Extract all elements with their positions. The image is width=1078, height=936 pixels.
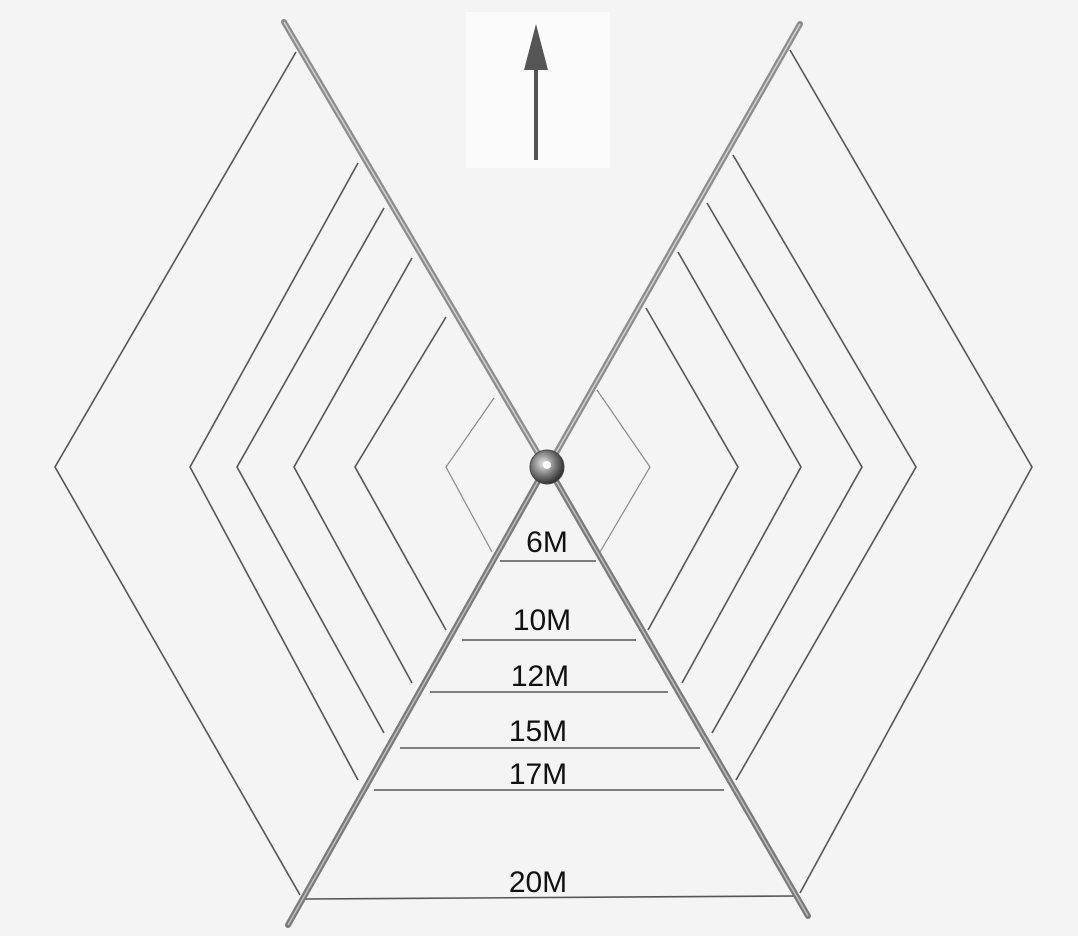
center-hub <box>529 449 565 485</box>
north-arrow-icon <box>524 24 548 160</box>
band-label-20m: 20M <box>509 866 567 899</box>
spreaders <box>21 19 1067 928</box>
band-label-15m: 15M <box>509 715 567 748</box>
left-element-wires <box>189 162 495 781</box>
band-label-6m: 6M <box>526 526 568 559</box>
band-label-17m: 17M <box>509 758 567 791</box>
band-label-10m: 10M <box>513 604 571 637</box>
band-wires <box>374 560 724 791</box>
band-label-12m: 12M <box>511 660 569 693</box>
